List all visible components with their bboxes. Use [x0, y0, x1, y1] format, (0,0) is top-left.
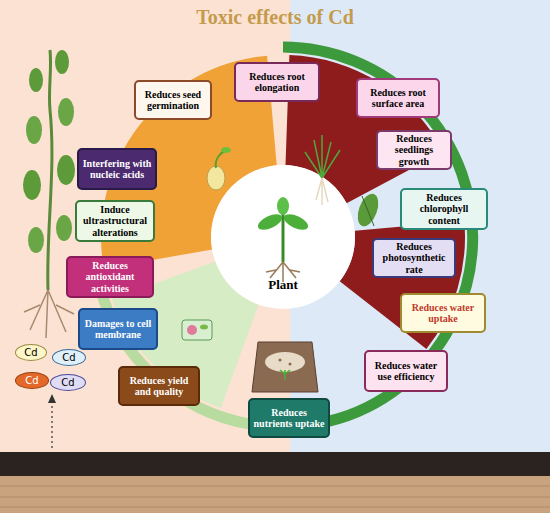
- effect-box: Reduces root elongation: [234, 62, 320, 102]
- effect-text: Reduces water uptake: [405, 302, 481, 324]
- cell-icon: [182, 320, 212, 340]
- seed-icon: [207, 147, 231, 190]
- ion-label: Cd: [25, 375, 38, 386]
- effect-box: Reduces photosynthetic rate: [372, 238, 456, 278]
- effect-box: Induce ultrastructural alterations: [75, 200, 155, 242]
- center-label: Plant: [268, 278, 298, 293]
- title: Toxic effects of Cd: [0, 6, 550, 29]
- effect-box: Reduces seedlings growth: [376, 130, 452, 170]
- effect-text: Reduces seedlings growth: [381, 133, 447, 167]
- cd-ion: Cd: [50, 374, 86, 391]
- leaf-icon: [354, 191, 383, 229]
- center-circle: Plant: [211, 165, 355, 309]
- center-circle: [211, 165, 355, 309]
- seedling-icon: [305, 135, 340, 205]
- effect-box: Damages to cell membrane: [78, 308, 158, 350]
- effect-box: Interfering with nucleic acids: [77, 148, 157, 190]
- soil-lines: [0, 486, 550, 507]
- soil-light: [0, 476, 550, 513]
- effect-box: Reduces yield and quality: [118, 366, 200, 406]
- uptake-arrow: [51, 400, 52, 448]
- effect-text: Reduces seed germination: [139, 89, 207, 111]
- plant-icon: [256, 197, 311, 282]
- effect-text: Reduces root surface area: [361, 87, 435, 109]
- effect-text: Reduces photosynthetic rate: [377, 241, 451, 275]
- effect-text: Reduces antioxidant activities: [71, 260, 149, 294]
- effect-text: Reduces yield and quality: [123, 375, 195, 397]
- ion-label: Cd: [24, 347, 37, 358]
- effect-text: Interfering with nucleic acids: [82, 158, 152, 180]
- effect-text: Reduces water use efficiency: [369, 360, 443, 382]
- effect-box: Reduces seed germination: [134, 80, 212, 120]
- soil-dark: [0, 452, 550, 476]
- effect-text: Damages to cell membrane: [83, 318, 153, 340]
- ion-label: Cd: [62, 352, 75, 363]
- cd-ion: Cd: [52, 349, 86, 366]
- ion-label: Cd: [61, 377, 74, 388]
- effect-box: Reduces water use efficiency: [364, 350, 448, 392]
- effect-box: Reduces antioxidant activities: [66, 256, 154, 298]
- effect-box: Reduces root surface area: [356, 78, 440, 118]
- soil-bag-icon: [252, 342, 318, 392]
- effect-text: Induce ultrastructural alterations: [80, 204, 150, 238]
- cd-ion: Cd: [15, 372, 49, 389]
- effect-text: Reduces chlorophyll content: [405, 192, 483, 226]
- effect-box: Reduces chlorophyll content: [400, 188, 488, 230]
- uptake-arrowhead: [48, 394, 56, 403]
- effect-text: Reduces nutrients uptake: [253, 407, 325, 429]
- cd-ion: Cd: [15, 344, 47, 361]
- effect-box: Reduces water uptake: [400, 293, 486, 333]
- effect-text: Reduces root elongation: [239, 71, 315, 93]
- effect-box: Reduces nutrients uptake: [248, 398, 330, 438]
